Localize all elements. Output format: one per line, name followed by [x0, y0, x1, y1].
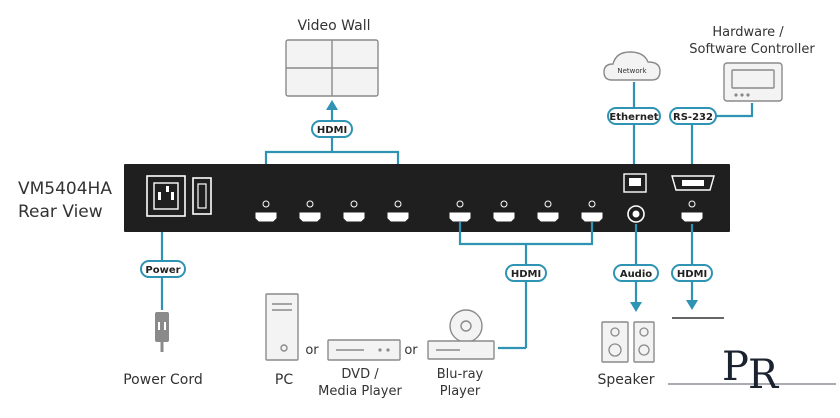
power-text: Power	[145, 265, 180, 276]
or-separator-2: or	[404, 343, 418, 358]
audio-text: Audio	[620, 269, 652, 280]
display-hdmi-text: HDMI	[677, 269, 707, 280]
power-inlet-icon	[146, 175, 186, 217]
display-hdmi-badge: HDMI	[671, 264, 713, 282]
audio-cable	[630, 224, 642, 312]
bluray-player-icon	[427, 309, 495, 360]
video-wall-label: Video Wall	[298, 18, 371, 34]
video-wall-hdmi-text: HDMI	[317, 125, 347, 136]
controller-icon	[723, 62, 783, 102]
rear-panel	[124, 164, 730, 232]
network-label: Network	[617, 67, 647, 75]
pc-icon	[265, 293, 299, 361]
source-hdmi-cable	[458, 222, 594, 350]
hdmi-output-ports	[255, 200, 409, 222]
rear-view-label: Rear View	[18, 202, 103, 222]
network-cloud-icon: Network	[603, 51, 661, 81]
controller-label-line2: Software Controller	[689, 42, 815, 57]
hdmi-display-port	[681, 200, 703, 222]
speakers-label: Speaker	[598, 372, 655, 388]
controller-label-line1: Hardware /	[712, 25, 784, 40]
pc-label: PC	[275, 372, 293, 388]
video-wall-icon	[285, 39, 379, 97]
display-hdmi-cable	[686, 224, 698, 310]
power-switch-icon	[192, 177, 212, 215]
model-label: VM5404HA	[18, 179, 112, 199]
source-hdmi-text: HDMI	[511, 269, 541, 280]
video-wall-hdmi-badge: HDMI	[311, 120, 353, 138]
rs232-text: RS-232	[673, 112, 713, 123]
monogram-logo: P R	[668, 344, 836, 398]
hdmi-input-ports	[449, 200, 603, 222]
rs232-badge: RS-232	[669, 107, 717, 125]
ethernet-text: Ethernet	[609, 112, 658, 123]
rs232-cable	[690, 103, 754, 170]
dvd-player-icon	[327, 339, 401, 361]
power-cord-label: Power Cord	[123, 372, 203, 388]
svg-text:P: P	[722, 344, 749, 390]
dvd-label-line2: Media Player	[318, 384, 402, 399]
ethernet-port-icon	[623, 173, 647, 193]
audio-badge: Audio	[613, 264, 659, 282]
source-hdmi-badge: HDMI	[505, 264, 547, 282]
power-badge: Power	[140, 260, 186, 278]
bluray-label-line1: Blu-ray	[437, 367, 484, 382]
or-separator-1: or	[305, 343, 319, 358]
svg-text:R: R	[748, 352, 780, 398]
rs232-port-icon	[671, 175, 715, 191]
bluray-label-line2: Player	[440, 384, 481, 399]
audio-port-icon	[627, 205, 645, 223]
power-plug-icon	[155, 312, 169, 352]
dvd-label-line1: DVD /	[341, 367, 379, 382]
ethernet-badge: Ethernet	[607, 107, 661, 125]
speakers-icon	[601, 321, 655, 363]
